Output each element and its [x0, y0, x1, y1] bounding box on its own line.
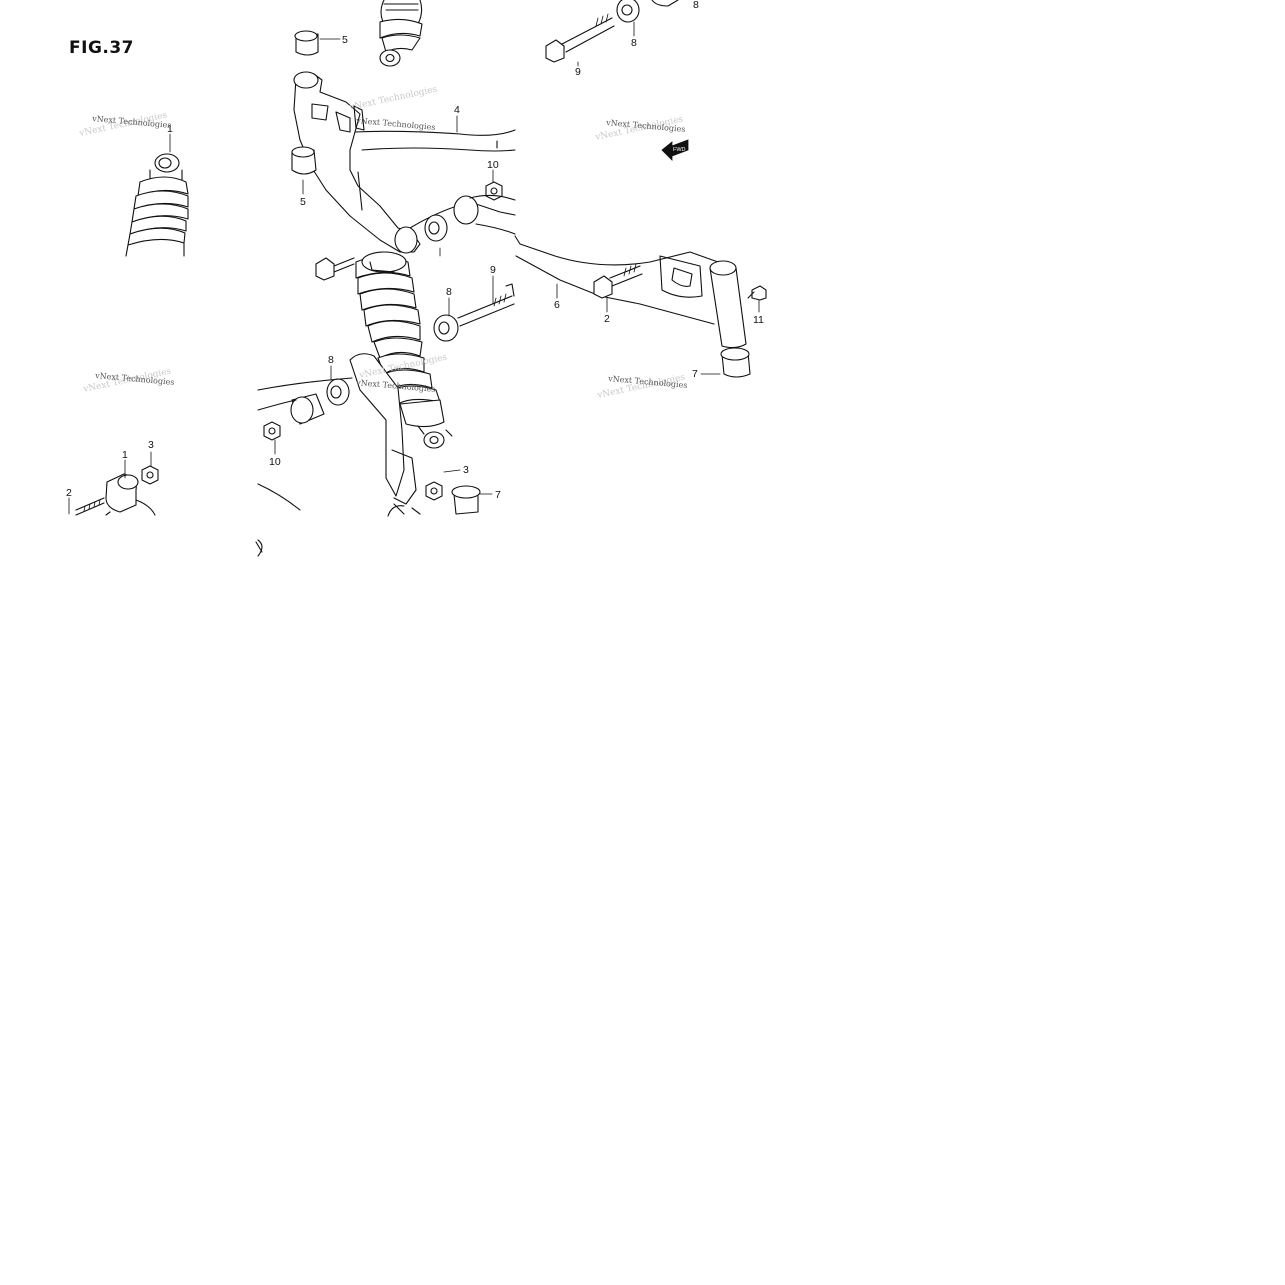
callout-8: 8 — [631, 37, 637, 49]
callout-2: 2 — [66, 487, 72, 499]
bolt-icon — [545, 13, 615, 63]
callout-1: 1 — [122, 449, 128, 461]
callout-4: 4 — [454, 104, 460, 116]
fwd-label: FWD — [673, 147, 686, 153]
figure-title: FIG.37 — [69, 38, 135, 58]
bolt-icon — [315, 257, 355, 281]
upper-swing-arm-icon — [293, 71, 516, 253]
watermark: vNext Technologies vNext Technologies — [78, 110, 172, 139]
right-swing-arm-icon — [453, 194, 747, 349]
nut-icon — [425, 481, 443, 501]
watermark: vNext Technologies vNext Technologies — [348, 84, 439, 131]
bushing-icon — [326, 378, 350, 406]
callout-5: 5 — [300, 196, 306, 208]
callout-10: 10 — [487, 159, 499, 171]
callout-8: 8 — [693, 0, 699, 11]
bushing-icon — [451, 485, 481, 515]
bolt-icon — [593, 263, 643, 299]
bolt-icon — [457, 283, 515, 327]
bushing-icon — [394, 226, 418, 254]
lower-swing-arm-icon — [255, 353, 421, 557]
bushing-icon — [616, 0, 679, 23]
watermark: vNext Technologies vNext Technologies — [82, 366, 175, 395]
callout-1: 1 — [167, 123, 173, 135]
callout-9: 9 — [490, 264, 496, 276]
callout-9: 9 — [575, 66, 581, 78]
watermark: vNext Technologies vNext Technologies — [594, 114, 686, 143]
watermark: vNext Technologies vNext Technologies — [596, 372, 688, 401]
callout-7: 7 — [495, 489, 501, 501]
svg-text:vNext Technologies: vNext Technologies — [348, 84, 439, 113]
leader-lines — [68, 21, 760, 515]
svg-text:vNext Technologies: vNext Technologies — [355, 116, 436, 132]
fwd-arrow-icon: FWD — [661, 139, 689, 161]
callout-3: 3 — [463, 464, 469, 476]
bushing-icon — [290, 393, 325, 425]
callout-3: 3 — [148, 439, 154, 451]
bolt-icon — [747, 285, 767, 301]
shock-absorber-detail-icon — [125, 153, 189, 257]
callout-5: 5 — [342, 34, 348, 46]
bushing-icon — [424, 214, 448, 242]
callout-2: 2 — [604, 313, 610, 325]
nut-icon — [485, 181, 503, 201]
pivot-bushing-detail-icon — [75, 465, 159, 516]
callout-11: 11 — [753, 314, 764, 326]
callout-8: 8 — [328, 354, 334, 366]
bushing-icon — [720, 347, 751, 378]
callout-10: 10 — [269, 456, 281, 468]
bushing-icon — [291, 146, 317, 175]
callout-6: 6 — [554, 299, 560, 311]
main-shock-absorber-icon — [355, 251, 453, 449]
nut-icon — [263, 421, 281, 441]
bushing-icon — [433, 314, 459, 342]
bushing-icon — [294, 30, 319, 56]
upper-shock-partial-icon — [379, 0, 423, 67]
callout-8: 8 — [446, 286, 452, 298]
callout-7: 7 — [692, 368, 698, 380]
